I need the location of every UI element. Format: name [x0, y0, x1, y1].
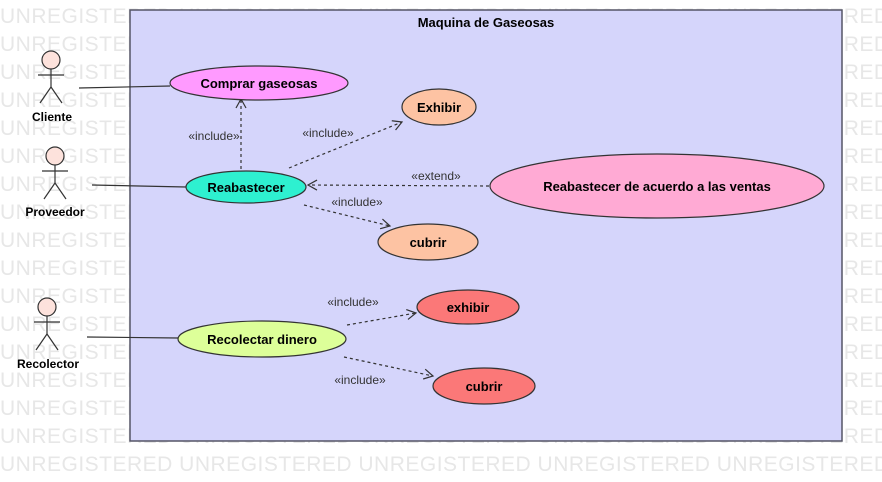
extend-label: «extend» [411, 169, 461, 183]
use-case-reabastecer[interactable]: Reabastecer [185, 170, 307, 204]
include-arrow-cubrir [303, 204, 392, 230]
use-case-exhibir[interactable]: Exhibir [401, 88, 477, 126]
association-proveedor [91, 184, 187, 188]
extend-arrow-reabastecer [306, 179, 490, 191]
use-case-cubrir-2[interactable]: cubrir [432, 367, 536, 405]
actor-label: Recolector [17, 357, 79, 371]
actor-cliente[interactable]: Cliente [32, 50, 72, 124]
use-case-label: cubrir [466, 379, 503, 394]
use-case-reabastecer-ventas[interactable]: Reabastecer de acuerdo a las ventas [489, 153, 825, 219]
use-case-recolectar-dinero[interactable]: Recolectar dinero [177, 320, 347, 358]
use-case-label: Reabastecer de acuerdo a las ventas [543, 179, 771, 194]
include-label: «include» [302, 126, 354, 140]
actor-label: Proveedor [25, 205, 85, 219]
use-case-label: Recolectar dinero [207, 332, 317, 347]
use-case-label: exhibir [447, 300, 490, 315]
actor-recolector[interactable]: Recolector [17, 297, 79, 371]
system-title: Maquina de Gaseosas [418, 15, 555, 30]
actor-proveedor[interactable]: Proveedor [25, 146, 85, 219]
include-label: «include» [188, 129, 240, 143]
association-cliente [78, 85, 171, 89]
actor-head-icon [45, 146, 65, 166]
use-case-label: Exhibir [417, 100, 461, 115]
include-label: «include» [327, 295, 379, 309]
include-label: «include» [334, 373, 386, 387]
actor-label: Cliente [32, 110, 72, 124]
use-case-comprar-gaseosas[interactable]: Comprar gaseosas [169, 65, 349, 101]
association-recolector [86, 336, 179, 339]
use-case-label: Comprar gaseosas [200, 76, 317, 91]
actor-head-icon [37, 297, 57, 317]
use-case-exhibir-2[interactable]: exhibir [416, 289, 520, 325]
actor-head-icon [41, 50, 61, 70]
include-arrow-exhibir [288, 120, 404, 169]
use-case-label: Reabastecer [207, 180, 284, 195]
include-label: «include» [331, 195, 383, 209]
use-case-cubrir[interactable]: cubrir [377, 223, 479, 261]
use-case-label: cubrir [410, 235, 447, 250]
